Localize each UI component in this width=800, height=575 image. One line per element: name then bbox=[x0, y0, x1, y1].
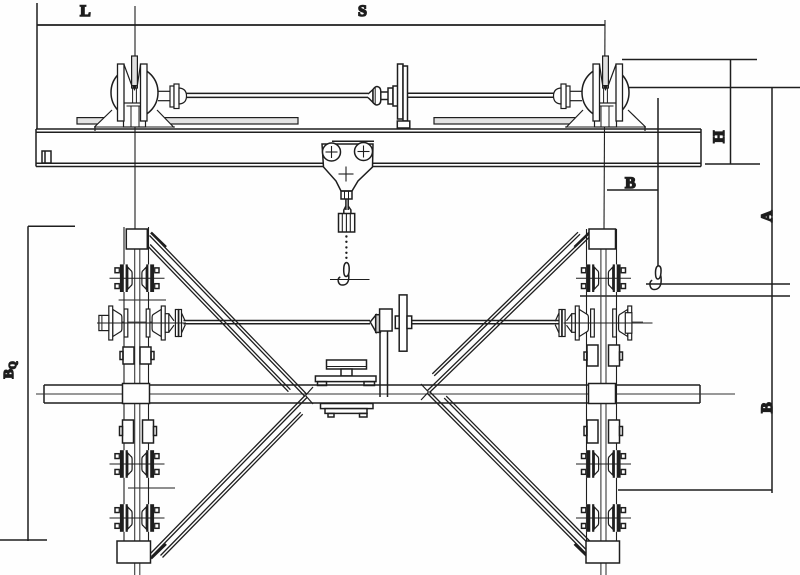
svg-text:A: A bbox=[759, 210, 776, 222]
svg-text:B: B bbox=[625, 175, 636, 192]
svg-text:H: H bbox=[711, 130, 728, 143]
svg-text:L: L bbox=[80, 3, 91, 20]
svg-text:B: B bbox=[759, 402, 776, 413]
svg-text:S: S bbox=[358, 3, 367, 20]
